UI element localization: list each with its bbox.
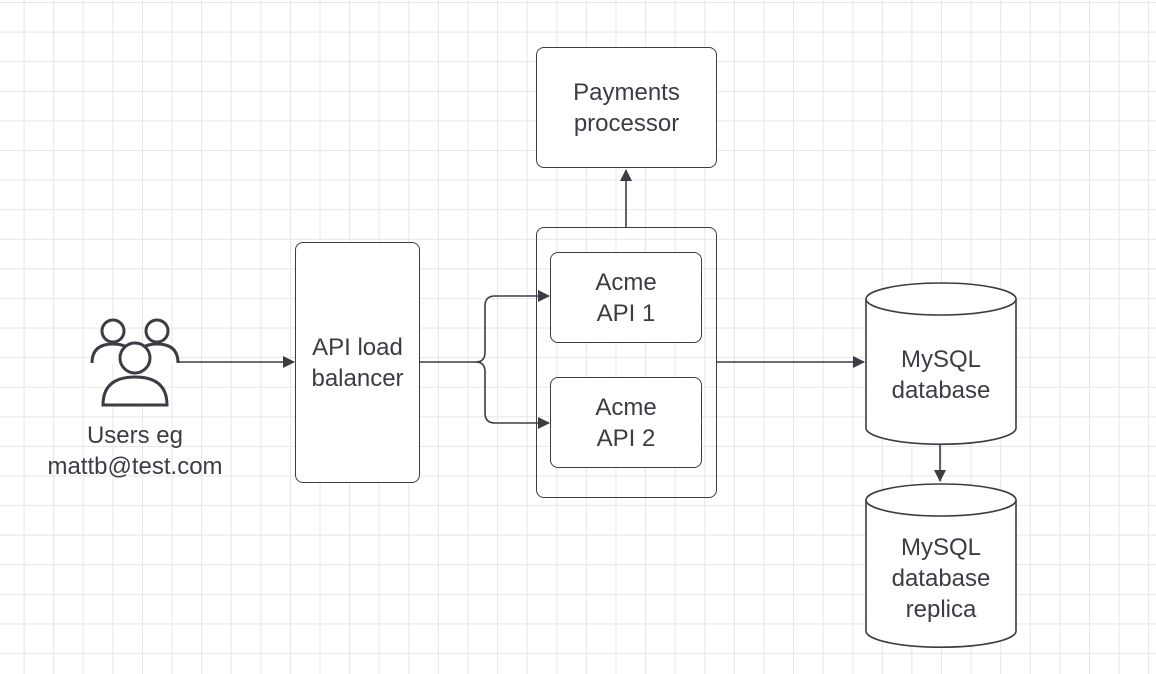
arrow-loadbalancer-to-api2 <box>475 361 550 429</box>
mysql-database-label: MySQL database <box>891 346 991 404</box>
acme-api-2-label: Acme API 2 <box>595 393 657 452</box>
mysql-database-cylinder <box>865 282 1017 445</box>
arrow-loadbalancer-to-api1 <box>420 290 550 363</box>
payments-processor-node: Payments processor <box>536 47 717 168</box>
acme-api-2-node: Acme API 2 <box>550 377 702 468</box>
acme-api-1-node: Acme API 1 <box>550 252 702 343</box>
api-load-balancer-node: API load balancer <box>295 242 420 483</box>
api-group-container <box>536 227 717 498</box>
users-icon <box>90 318 180 407</box>
mysql-replica-cylinder <box>865 483 1017 648</box>
payments-processor-label: Payments processor <box>573 78 680 137</box>
acme-api-1-label: Acme API 1 <box>595 268 657 327</box>
api-load-balancer-label: API load balancer <box>311 333 404 392</box>
mysql-replica-label: MySQL database replica <box>891 534 991 623</box>
users-label: Users eg mattb@test.com <box>47 422 223 480</box>
